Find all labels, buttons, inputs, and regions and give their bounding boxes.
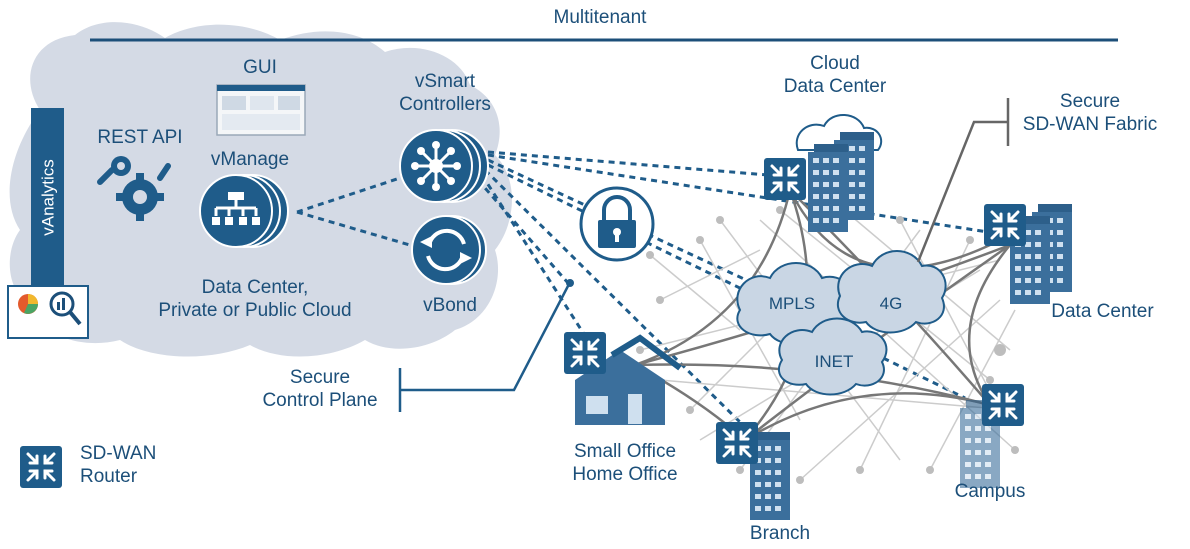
secure-control-plane-dot: [566, 279, 574, 287]
cloud-data-center-label: Cloud Data Center: [783, 53, 887, 97]
gui-label: GUI: [243, 57, 277, 78]
inet-label: INET: [814, 352, 854, 371]
vmanage-icon: [199, 174, 289, 248]
small-office-site: [562, 330, 682, 425]
rest-api-label: REST API: [97, 127, 183, 148]
vanalytics-label: vAnalytics: [38, 159, 58, 236]
controller-location-label: Data Center, Private or Public Cloud: [158, 277, 352, 321]
lock-icon: [579, 186, 655, 262]
mpls-label: MPLS: [768, 294, 816, 313]
vmanage-label: vManage: [210, 149, 290, 170]
legend-router-icon: [18, 444, 64, 490]
fourg-label: 4G: [879, 294, 903, 313]
campus-label: Campus: [954, 481, 1026, 502]
secure-control-plane-label: Secure Control Plane: [262, 367, 378, 411]
secure-fabric-callout: [916, 98, 1010, 263]
analytics-icon: [7, 285, 89, 339]
gui-screen-icon: [216, 84, 306, 136]
vsmart-label: vSmart Controllers: [399, 71, 491, 115]
secure-control-plane-callout: [398, 285, 570, 412]
data-center-label: Data Center: [1051, 301, 1154, 322]
vanalytics-bar: [31, 108, 64, 286]
branch-site: [714, 420, 790, 520]
fourg-cloud: [837, 250, 947, 334]
vbond-icon: [411, 215, 487, 285]
gear-wrench-icon: [97, 156, 171, 221]
branch-label: Branch: [749, 523, 811, 544]
vbond-label: vBond: [423, 295, 477, 316]
multitenant-label: Multitenant: [553, 7, 647, 28]
vsmart-icon: [399, 129, 489, 203]
secure-fabric-label: Secure SD-WAN Fabric: [1022, 91, 1158, 135]
small-office-label: Small Office Home Office: [572, 441, 678, 485]
legend-router-label: SD-WAN Router: [80, 443, 157, 487]
inet-cloud: [778, 317, 888, 396]
cloud-data-center-site: [762, 114, 883, 232]
